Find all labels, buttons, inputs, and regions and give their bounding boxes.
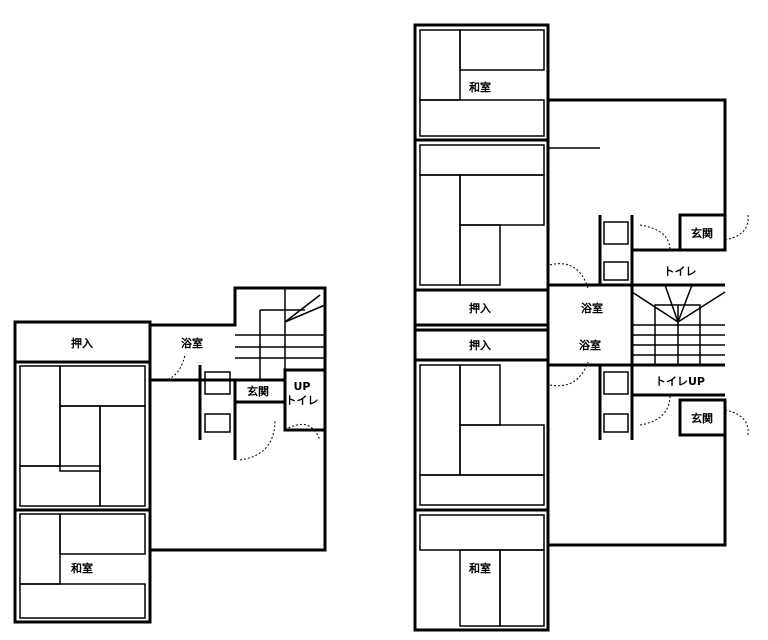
label-entrance: 玄関: [247, 384, 269, 398]
label-japanese-room-top: 和室: [469, 80, 491, 94]
label-entrance-1: 玄関: [691, 226, 713, 240]
right-unit: 和室 押入 押入 浴室 浴室 玄関 玄関 トイレ トイレUP 和室: [413, 23, 749, 632]
label-toilet-1: トイレ: [664, 265, 697, 278]
label-closet-1: 押入: [469, 301, 491, 315]
label-toilet: トイレ: [286, 394, 319, 407]
label-closet-2: 押入: [469, 338, 491, 352]
label-japanese-room-bottom: 和室: [469, 561, 491, 575]
label-bath: 浴室: [181, 336, 203, 350]
left-unit: 押入 浴室 玄関 UP トイレ 和室: [13, 286, 327, 624]
label-up: UP: [294, 380, 311, 393]
label-bath-1: 浴室: [581, 301, 603, 315]
label-bath-2: 浴室: [579, 338, 601, 352]
label-toilet-up: トイレUP: [655, 375, 705, 388]
label-closet: 押入: [71, 336, 93, 350]
label-entrance-2: 玄関: [691, 411, 713, 425]
label-japanese-room: 和室: [71, 561, 93, 575]
